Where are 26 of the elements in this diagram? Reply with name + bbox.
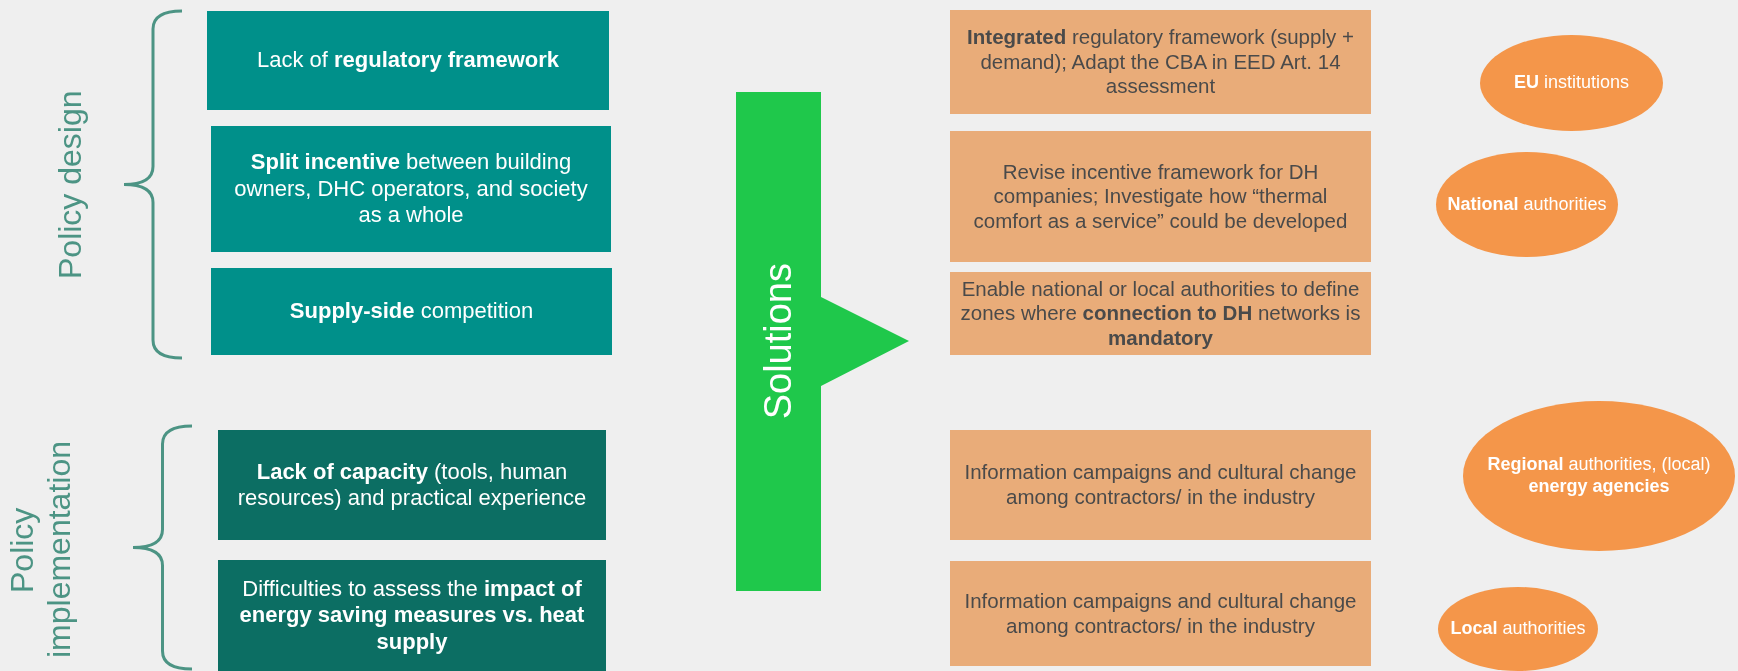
solution-box — [950, 10, 1371, 114]
box-text: National authorities — [1447, 193, 1607, 216]
box-text: Local authorities — [1450, 618, 1586, 640]
box-text: Supply-side competition — [289, 298, 534, 325]
box-text: Revise incentive framework for DH companies; Investigate how “thermal comfort as a service” could be developed — [972, 159, 1349, 234]
arrow-label: Solutions — [756, 263, 800, 420]
box-text: Integrated regulatory framework (supply + demand); Adapt the CBA in EED Art. 14 assessment — [966, 25, 1355, 99]
problem-box — [207, 11, 609, 110]
box-text: Information campaigns and cultural change among contractors/ in the industry — [963, 588, 1358, 639]
solution-box — [950, 561, 1371, 666]
problem-box — [218, 560, 606, 671]
box-text: EU institutions — [1513, 72, 1630, 94]
block-arrow — [736, 92, 909, 591]
section-label: Policy design — [52, 89, 89, 282]
problem-box — [211, 126, 611, 252]
box-text: Enable national or local authorities to define zones where connection to DH networks is mandatory — [960, 276, 1361, 351]
box-text: Split incentive between building owners, DHC operators, and society as a whole — [233, 149, 589, 229]
solution-box — [950, 430, 1371, 540]
problem-box — [218, 430, 606, 540]
box-text: Lack of capacity (tools, human resources) and practical experience — [236, 458, 588, 512]
box-text: Information campaigns and cultural change among contractors/ in the industry — [963, 460, 1358, 510]
solution-box — [950, 131, 1371, 262]
box-text: Lack of regulatory framework — [257, 47, 559, 74]
box-text: Difficulties to assess the impact of energy saving measures vs. heat supply — [238, 575, 586, 656]
box-text: Regional authorities, (local) energy agencies — [1486, 454, 1712, 498]
problem-box — [211, 268, 612, 355]
